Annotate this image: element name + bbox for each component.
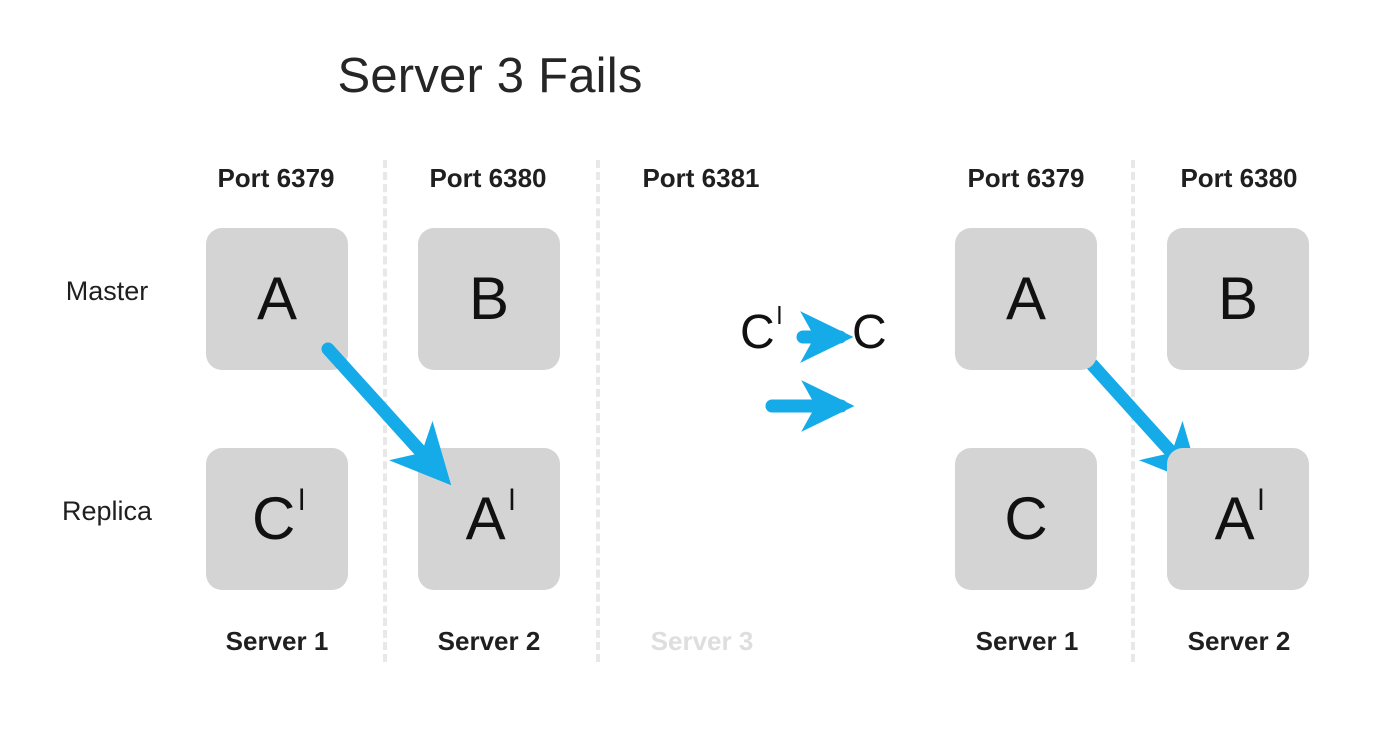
port-label-right-2: Port 6380 [1180, 163, 1298, 193]
node-prime-mark: l [298, 484, 305, 517]
node-prime-mark: l [1257, 484, 1265, 517]
node-glyph: A [257, 269, 297, 329]
node-prime-mark: l [508, 484, 516, 517]
node-letter: A [1214, 485, 1255, 552]
row-label-replica: Replica [61, 496, 153, 526]
node-right-replica-server1[interactable]: C [955, 448, 1097, 590]
node-glyph: B [1218, 269, 1258, 329]
server-label-right-2: Server 2 [1187, 626, 1291, 656]
node-right-master-server1[interactable]: A [955, 228, 1097, 370]
node-letter: A [465, 485, 506, 552]
node-letter: B [1217, 265, 1259, 332]
divider-left-1 [383, 160, 387, 662]
promotion-source-prime: l [776, 302, 783, 330]
divider-left-2 [596, 160, 600, 662]
node-glyph: C [1004, 489, 1047, 549]
divider-right-1 [1131, 160, 1135, 662]
server-label-left-2: Server 2 [437, 626, 541, 656]
promotion-target-label: C [852, 309, 887, 357]
node-glyph: A [1006, 269, 1046, 329]
node-glyph: B [469, 269, 509, 329]
node-letter: B [468, 265, 510, 332]
node-right-master-server2[interactable]: B [1167, 228, 1309, 370]
port-label-left-3: Port 6381 [642, 163, 760, 193]
port-label-left-1: Port 6379 [217, 163, 335, 193]
server-label-left-3-failed: Server 3 [650, 626, 754, 656]
node-letter: C [251, 485, 296, 552]
port-label-left-2: Port 6380 [429, 163, 547, 193]
promotion-target-letter: C [852, 306, 887, 359]
row-label-master: Master [65, 276, 149, 306]
node-letter: C [1004, 485, 1048, 552]
node-letter: A [1005, 265, 1047, 332]
server-label-right-1: Server 1 [975, 626, 1079, 656]
port-label-right-1: Port 6379 [967, 163, 1085, 193]
promotion-source-label: Cl [740, 304, 782, 359]
node-left-master-server1[interactable]: A [206, 228, 348, 370]
node-left-master-server2[interactable]: B [418, 228, 560, 370]
server-label-left-1: Server 1 [225, 626, 329, 656]
node-letter: A [256, 265, 298, 332]
page-title: Server 3 Fails [337, 49, 643, 103]
promotion-source-letter: C [740, 306, 775, 359]
